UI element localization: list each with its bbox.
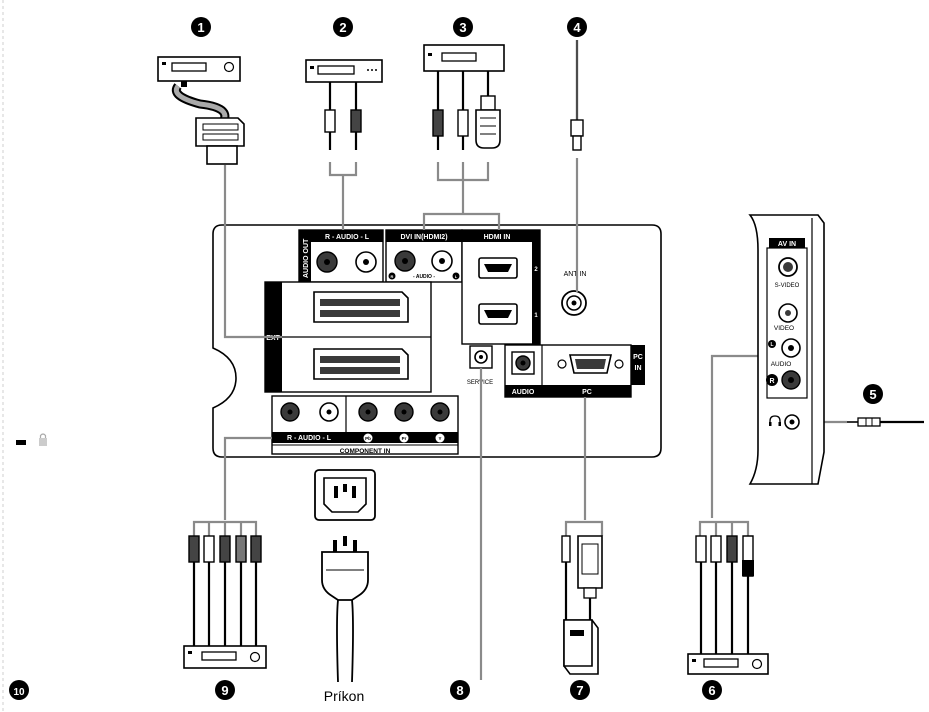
hdmi-in-block: HDMI IN 2 1 xyxy=(461,229,541,345)
power-connector xyxy=(314,469,376,683)
ext-scart-block: EXT 2 (AV) 1 (RGB) xyxy=(264,281,432,393)
legend-bar xyxy=(16,440,26,445)
device-5-headphone-plug xyxy=(847,417,924,427)
callout-7: 7 xyxy=(570,680,590,700)
dvi-l-badge: L xyxy=(455,274,458,279)
dvi-audio-label: - AUDIO - xyxy=(413,274,435,280)
side-audio-label: AUDIO xyxy=(771,361,792,368)
comp-pr-label: Pr xyxy=(402,436,407,441)
svg-text:8: 8 xyxy=(456,683,463,698)
svg-text:4: 4 xyxy=(573,20,581,35)
pc-label: PC xyxy=(582,389,592,396)
callout-1: 1 xyxy=(191,17,211,37)
hdmi-2-label: 2 xyxy=(534,267,538,273)
s-video-jack[interactable] xyxy=(778,257,798,277)
ant-in-block: ANT IN xyxy=(561,271,587,316)
side-av-panel: AV IN S-VIDEO VIDEO L AUDIO R xyxy=(748,214,825,485)
callout-3: 3 xyxy=(453,17,473,37)
callout-6: 6 xyxy=(702,680,722,700)
callouts: 1 2 3 4 5 6 7 8 xyxy=(9,17,883,700)
device-2-audio-system xyxy=(305,59,383,150)
device-7-pc xyxy=(561,535,603,675)
connection-wires xyxy=(192,158,847,680)
dvi-in-block: DVI IN(HDMI2) - AUDIO - R L xyxy=(385,229,463,283)
svg-text:9: 9 xyxy=(221,683,228,698)
power-label: Príkon xyxy=(323,688,365,704)
pc-in-block: AUDIO PC PC IN xyxy=(504,344,645,398)
ant-in-label: ANT IN xyxy=(564,271,587,278)
audio-out-block: AUDIO OUT R - AUDIO - L xyxy=(298,229,384,283)
ext-2-label: 2 xyxy=(288,300,292,307)
device-9-dvd xyxy=(183,535,267,669)
svg-text:2: 2 xyxy=(339,20,346,35)
ext-1-sub-label: (RGB) xyxy=(282,365,298,371)
lock-icon xyxy=(39,433,47,446)
comp-audio-label: R - AUDIO - L xyxy=(287,435,332,442)
scart-2-port[interactable] xyxy=(313,291,409,323)
side-video-label: VIDEO xyxy=(774,325,794,332)
svg-text:6: 6 xyxy=(708,683,715,698)
svg-text:1: 1 xyxy=(197,20,204,35)
callout-2: 2 xyxy=(333,17,353,37)
pc-in-label-2: IN xyxy=(635,365,642,372)
svg-text:7: 7 xyxy=(576,683,583,698)
svg-text:5: 5 xyxy=(869,387,876,402)
audio-out-rl-label: R - AUDIO - L xyxy=(325,234,370,241)
callout-9: 9 xyxy=(215,680,235,700)
hdmi-in-label: HDMI IN xyxy=(484,234,511,241)
hdmi-1-label: 1 xyxy=(534,313,538,319)
device-1-vcr xyxy=(157,56,245,165)
hdmi-1-port[interactable] xyxy=(478,303,518,325)
callout-5: 5 xyxy=(863,384,883,404)
component-in-block: R - AUDIO - L Pb Pr Y COMPONENT IN xyxy=(271,395,459,455)
device-4-antenna-cable xyxy=(570,40,584,151)
dvi-r-badge: R xyxy=(391,274,394,279)
ext-1-label: 1 xyxy=(288,355,292,362)
pc-audio-label: AUDIO xyxy=(512,389,535,396)
audio-out-label: AUDIO OUT xyxy=(303,238,310,278)
headphone-icon xyxy=(769,415,781,426)
comp-pb-label: Pb xyxy=(365,436,371,441)
device-6-vcr xyxy=(687,535,769,675)
pc-in-label-1: PC xyxy=(633,354,643,361)
device-3-hdmi-source xyxy=(423,44,505,150)
av-in-label: AV IN xyxy=(778,241,796,248)
ext-label: EXT xyxy=(266,335,280,342)
dvi-in-label: DVI IN(HDMI2) xyxy=(400,234,447,241)
svg-text:10: 10 xyxy=(13,687,25,698)
side-r-badge: R xyxy=(769,378,774,385)
vga-port[interactable] xyxy=(557,354,624,374)
callout-4: 4 xyxy=(567,17,587,37)
scart-1-port[interactable] xyxy=(313,348,409,380)
side-l-badge: L xyxy=(770,342,773,348)
s-video-label: S-VIDEO xyxy=(775,283,800,289)
callout-10: 10 xyxy=(9,680,29,700)
hdmi-2-port[interactable] xyxy=(478,257,518,279)
callout-8: 8 xyxy=(450,680,470,700)
svg-text:3: 3 xyxy=(459,20,466,35)
ext-2-sub-label: (AV) xyxy=(285,310,296,316)
component-in-label: COMPONENT IN xyxy=(340,448,391,455)
comp-y-label: Y xyxy=(438,436,441,441)
